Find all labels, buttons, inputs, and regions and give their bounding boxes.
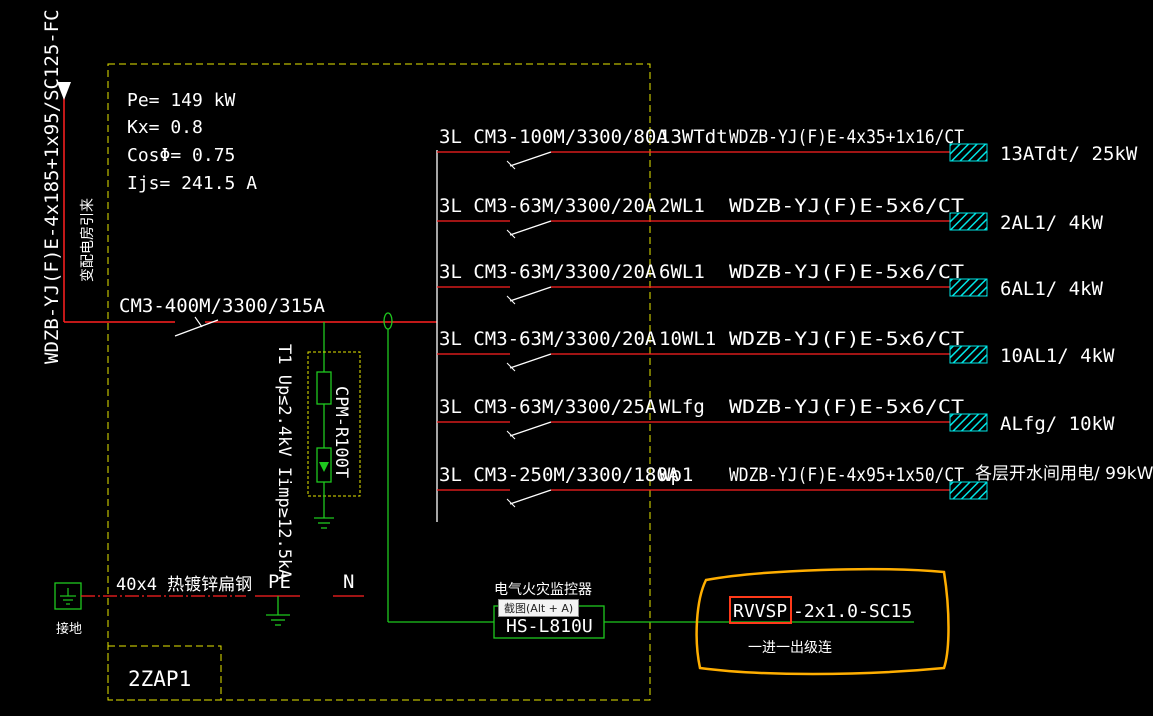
- circuit-load-label: 各层开水间用电/ 99kW: [975, 464, 1153, 484]
- circuit-breaker-label: 3L CM3-63M/3300/20A: [439, 195, 657, 217]
- circuit-breaker-label: 3L CM3-63M/3300/20A: [439, 261, 657, 283]
- load-symbol: [949, 278, 988, 297]
- incoming-source-note: 变配电房引来: [80, 198, 96, 282]
- circuit-id-label: 2WL1: [659, 195, 705, 217]
- circuit-cable-label: WDZB-YJ(F)E-5x6/CT: [729, 328, 964, 350]
- circuit-breaker-switch: [509, 151, 552, 167]
- circuit-load-label: 10AL1/ 4kW: [1000, 345, 1115, 367]
- circuit-id-label: 13WTdt: [659, 126, 728, 148]
- circuit-cable-label: WDZB-YJ(F)E-5x6/CT: [729, 261, 964, 283]
- spd-rating-label: T1 Up≤2.4kV Iimp≥12.5kA: [274, 344, 294, 579]
- circuit-cable-label: WDZB-YJ(F)E-4x95+1x50/CT: [729, 464, 964, 486]
- flat-steel-label: 40x4 热镀锌扁钢: [116, 575, 252, 595]
- n-label: N: [343, 571, 354, 593]
- orange-highlight: [695, 567, 950, 676]
- incoming-arrow: [57, 82, 71, 100]
- pe-ground-symbol: [266, 614, 290, 626]
- circuit-breaker-mark: [506, 430, 516, 440]
- load-symbol: [949, 212, 988, 231]
- circuit-id-label: 10WL1: [659, 328, 716, 350]
- circuit-breaker-switch: [509, 286, 552, 302]
- spd-fuse: [316, 371, 332, 405]
- circuit-breaker-mark: [506, 160, 516, 170]
- spd-model-label: CPM-R100T: [331, 386, 351, 478]
- circuit-load-label: ALfg/ 10kW: [1000, 413, 1115, 435]
- circuit-id-label: 6WL1: [659, 261, 705, 283]
- rvvsp-highlight-box: [729, 596, 792, 624]
- load-summary: Pe= 149 kW Kx= 0.8 CosΦ= 0.75 Ijs= 241.5…: [127, 90, 257, 194]
- signal-cable-boxed: RVVSP: [733, 601, 787, 622]
- load-summary-ijs: Ijs= 241.5 A: [127, 173, 257, 194]
- circuit-breaker-mark: [506, 229, 516, 239]
- circuit-id-label: WLfg: [659, 396, 705, 418]
- spd-dashed-box: [307, 351, 361, 497]
- circuit-breaker-mark: [506, 295, 516, 305]
- load-summary-kx: Kx= 0.8: [127, 117, 203, 138]
- current-transformer: [383, 312, 393, 330]
- incoming-cable-label: WDZB-YJ(F)E-4x185+1x95/SC125-FC: [41, 9, 63, 364]
- circuit-breaker-switch: [509, 489, 552, 505]
- circuit-load-label: 2AL1/ 4kW: [1000, 212, 1104, 234]
- circuit-breaker-mark: [506, 498, 516, 508]
- monitor-title: 电气火灾监控器: [494, 581, 592, 598]
- circuit-load-label: 6AL1/ 4kW: [1000, 278, 1104, 300]
- panel-name-box: [107, 645, 222, 701]
- circuit-breaker-switch: [509, 220, 552, 236]
- load-summary-pe: Pe= 149 kW: [127, 90, 236, 111]
- main-breaker-label: CM3-400M/3300/315A: [119, 295, 325, 317]
- load-symbol: [949, 413, 988, 432]
- earth-label: 接地: [56, 621, 82, 637]
- circuit-breaker-label: 3L CM3-63M/3300/25A: [439, 396, 657, 418]
- circuit-cable-label: WDZB-YJ(F)E-5x6/CT: [729, 195, 964, 217]
- spd-arrester-arrow: [319, 462, 329, 472]
- signal-cable-rest: -2x1.0-SC15: [793, 601, 912, 622]
- circuit-breaker-switch: [509, 421, 552, 437]
- circuit-load-label: 13ATdt/ 25kW: [1000, 143, 1138, 165]
- panel-enclosure: [107, 63, 651, 701]
- circuit-cable-label: WDZB-YJ(F)E-5x6/CT: [729, 396, 964, 418]
- circuit-breaker-label: 3L CM3-63M/3300/20A: [439, 328, 657, 350]
- load-symbol: [949, 481, 988, 500]
- signal-cable-note: 一进一出级连: [748, 640, 832, 656]
- circuit-id-label: Wp1: [659, 464, 693, 486]
- pe-label: PE: [268, 571, 291, 593]
- spd-ground-symbol: [314, 517, 334, 529]
- circuit-breaker-switch: [509, 353, 552, 369]
- circuit-breaker-mark: [506, 362, 516, 372]
- circuit-breaker-label: 3L CM3-100M/3300/80A: [439, 126, 668, 148]
- panel-name: 2ZAP1: [128, 667, 191, 691]
- monitor-model: HS-L810U: [506, 616, 593, 637]
- screenshot-tooltip: 截图(Alt + A): [498, 599, 580, 617]
- main-breaker-switch: [174, 316, 219, 337]
- earth-electrode-symbol: [60, 588, 76, 605]
- load-symbol: [949, 345, 988, 364]
- load-summary-cos: CosΦ= 0.75: [127, 145, 235, 166]
- circuit-breaker-label: 3L CM3-250M/3300/180A: [439, 464, 680, 486]
- load-symbol: [949, 143, 988, 162]
- circuit-cable-label: WDZB-YJ(F)E-4x35+1x16/CT: [729, 126, 964, 148]
